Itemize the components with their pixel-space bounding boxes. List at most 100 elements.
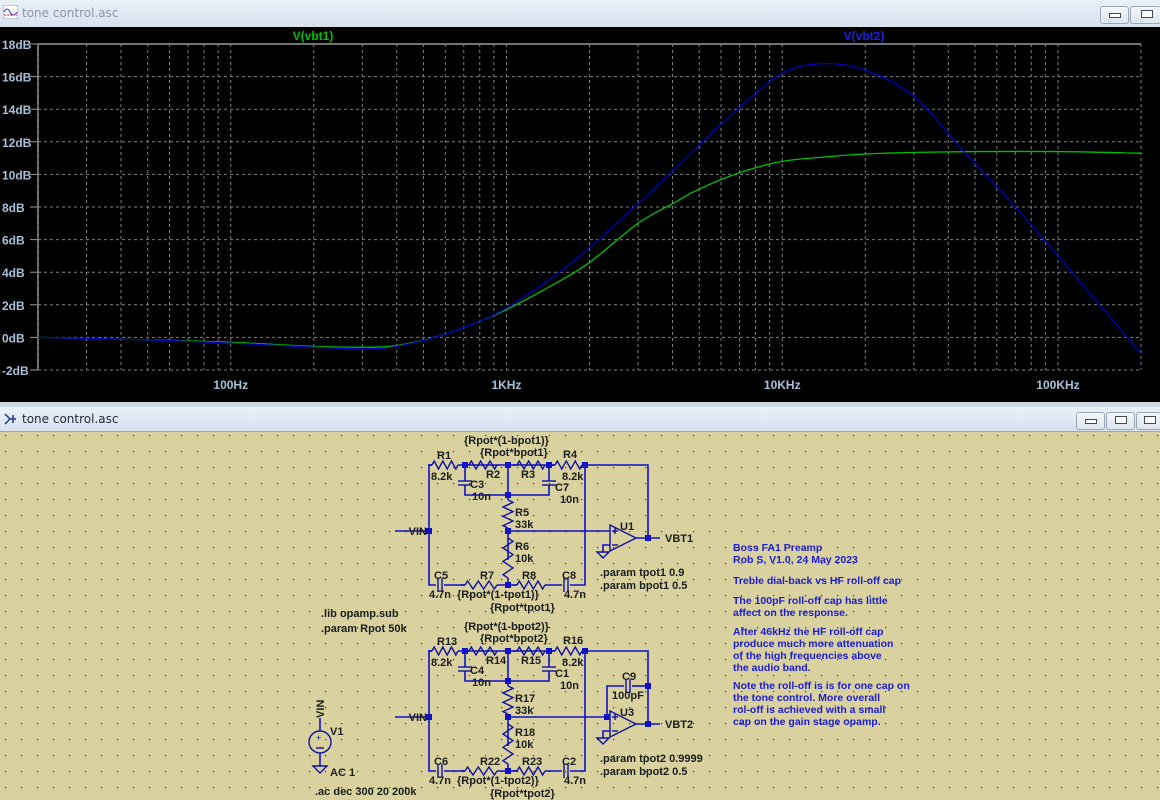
note-line[interactable]: of the high frequencies above (733, 650, 882, 662)
ref-c7[interactable]: C1 (555, 668, 569, 680)
ref-r1[interactable]: R1 (437, 450, 451, 462)
directive-param-b[interactable]: .param bpot1 0.5 (600, 580, 687, 592)
value-r4[interactable]: 8.2k (562, 471, 584, 483)
ref-opamp[interactable]: U1 (620, 521, 634, 533)
resistor-r5[interactable] (501, 499, 515, 529)
resistor-r2[interactable] (468, 645, 498, 657)
value-r3[interactable]: {Rpot*bpot1} (480, 447, 549, 459)
ref-c7[interactable]: C7 (555, 482, 569, 494)
note-line[interactable]: rol-off is achieved with a small (733, 704, 885, 716)
resistor-r1[interactable] (431, 459, 459, 471)
capacitor-c8[interactable] (563, 764, 569, 778)
voltage-source-v1[interactable]: + VIN V1 AC 1 (308, 700, 355, 779)
value-r5[interactable]: 33k (515, 519, 534, 531)
net-label-out[interactable]: VBT1 (665, 533, 693, 545)
net-label-vin[interactable]: VIN (409, 526, 427, 538)
resistor-r4[interactable] (554, 459, 583, 471)
ref-r3[interactable]: R3 (521, 469, 535, 481)
value-r6[interactable]: 10k (515, 739, 534, 751)
directive-param-rpot[interactable]: .param Rpot 50k (321, 623, 407, 635)
ref-r1[interactable]: R13 (437, 636, 457, 648)
ref-r7[interactable]: R22 (480, 756, 500, 768)
trace-label-vbt2[interactable]: V(vbt2) (844, 29, 885, 43)
ref-r3[interactable]: R15 (521, 655, 541, 667)
resistor-r5[interactable] (501, 685, 515, 715)
ref-r7[interactable]: R7 (480, 570, 494, 582)
capacitor-c9[interactable] (625, 679, 631, 693)
note-line[interactable]: The 100pF roll-off cap has little (733, 595, 888, 607)
net-label-out[interactable]: VBT2 (665, 719, 693, 731)
value-c5[interactable]: 4.7n (429, 775, 451, 787)
value-r5[interactable]: 33k (515, 705, 534, 717)
waveform-titlebar[interactable]: tone control.asc (0, 0, 1160, 28)
net-label-vin-source[interactable]: VIN (315, 700, 327, 718)
restore-button[interactable] (1130, 6, 1160, 24)
resistor-r7[interactable] (464, 579, 498, 591)
ref-r6[interactable]: R6 (515, 541, 529, 553)
resistor-r6[interactable] (501, 537, 515, 579)
restore-button[interactable] (1106, 412, 1135, 430)
value-c3[interactable]: 10n (472, 491, 491, 503)
note-line[interactable]: Rob S, V1.0, 24 May 2023 (733, 554, 858, 566)
note-line[interactable]: After 46kHz the HF roll-off cap (733, 626, 884, 638)
ref-r2[interactable]: R2 (486, 469, 500, 481)
note-line[interactable]: the tone control. More overall (733, 692, 880, 704)
value-c5[interactable]: 4.7n (429, 589, 451, 601)
ref-opamp[interactable]: U3 (620, 707, 634, 719)
note-line[interactable]: affect on the response. (733, 607, 848, 619)
ref-r2[interactable]: R14 (486, 655, 507, 667)
resistor-r3[interactable] (516, 459, 546, 471)
directive-lib[interactable]: .lib opamp.sub (321, 608, 399, 620)
value-r8[interactable]: {Rpot*tpot1} (490, 602, 555, 614)
resistor-r7[interactable] (464, 765, 498, 777)
ref-c3[interactable]: C4 (470, 665, 485, 677)
resistor-r3[interactable] (516, 645, 546, 657)
value-c8[interactable]: 4.7n (564, 775, 586, 787)
resistor-r2[interactable] (468, 459, 498, 471)
ref-r8[interactable]: R23 (522, 756, 542, 768)
ref-r8[interactable]: R8 (522, 570, 536, 582)
net-label-vin[interactable]: VIN (409, 712, 427, 724)
ref-c8[interactable]: C8 (562, 570, 576, 582)
ref-c9[interactable]: C9 (622, 671, 636, 683)
note-line[interactable]: produce much more attenuation (733, 638, 893, 650)
close-button[interactable] (1136, 412, 1160, 430)
opamp[interactable] (609, 709, 638, 739)
ref-c5[interactable]: C6 (434, 756, 448, 768)
ref-r6[interactable]: R18 (515, 727, 535, 739)
value-c7[interactable]: 10n (560, 494, 579, 506)
directive-ac[interactable]: .ac dec 300 20 200k (315, 786, 417, 798)
note-line[interactable]: Note the roll-off is is for one cap on (733, 680, 910, 692)
value-r1[interactable]: 8.2k (431, 657, 453, 669)
value-r7[interactable]: {Rpot*(1-tpot1)} (457, 589, 540, 601)
value-r1[interactable]: 8.2k (431, 471, 453, 483)
value-r6[interactable]: 10k (515, 553, 534, 565)
value-c9[interactable]: 100pF (612, 690, 644, 702)
note-line[interactable]: Treble dial-back vs HF roll-off cap (733, 575, 901, 587)
directive-param-b[interactable]: .param bpot2 0.5 (600, 766, 687, 778)
ref-r5[interactable]: R17 (515, 693, 535, 705)
value-r3[interactable]: {Rpot*bpot2} (480, 633, 549, 645)
schematic-titlebar[interactable]: tone control.asc (0, 407, 1160, 432)
value-c7[interactable]: 10n (560, 680, 579, 692)
value-r2[interactable]: {Rpot*(1-bpot1)} (464, 435, 550, 447)
trace-label-vbt1[interactable]: V(vbt1) (293, 29, 334, 43)
note-line[interactable]: cap on the gain stage opamp. (733, 716, 881, 728)
value-r4[interactable]: 8.2k (562, 657, 584, 669)
minimize-button[interactable] (1076, 412, 1105, 430)
capacitor-c8[interactable] (563, 578, 569, 592)
opamp[interactable] (609, 523, 638, 553)
note-line[interactable]: the audio band. (733, 662, 811, 674)
ref-c5[interactable]: C5 (434, 570, 448, 582)
ref-c3[interactable]: C3 (470, 479, 484, 491)
ref-r4[interactable]: R16 (563, 635, 583, 647)
directive-param-t[interactable]: .param tpot1 0.9 (600, 567, 684, 579)
value-c8[interactable]: 4.7n (564, 589, 586, 601)
resistor-r8[interactable] (516, 765, 546, 777)
